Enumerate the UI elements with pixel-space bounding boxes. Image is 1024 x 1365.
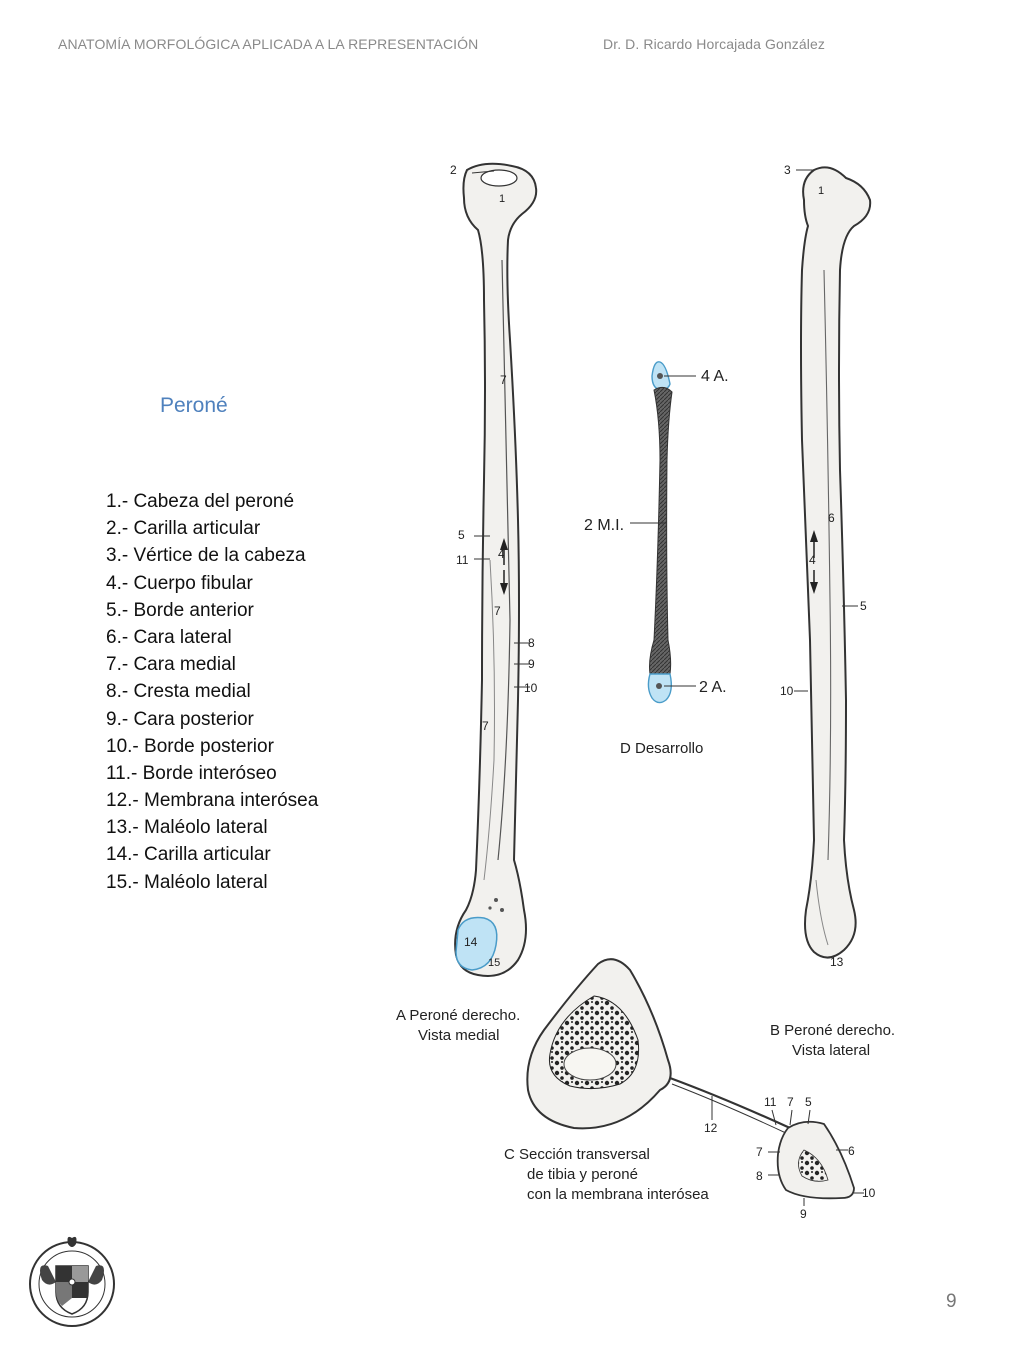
label-7: 7 (500, 373, 507, 387)
articular-facet-head (480, 169, 518, 187)
label-7: 7 (482, 719, 489, 733)
shaft-crest-line (497, 259, 511, 861)
legend-item: 10.- Borde posterior (106, 735, 274, 757)
bone-outline (800, 166, 872, 959)
caption-c-line2: de tibia y peroné (527, 1166, 638, 1183)
header-course-title: ANATOMÍA MORFOLÓGICA APLICADA A LA REPRE… (58, 36, 479, 52)
legend-item: 14.- Carilla articular (106, 844, 271, 866)
legend-item: 9.- Cara posterior (106, 708, 254, 730)
label-10: 10 (780, 684, 794, 698)
cross-section-view: 12 11 7 5 6 7 8 9 10 C Sección transvers… (504, 958, 876, 1221)
caption-a-line1: A Peroné derecho. (396, 1007, 520, 1024)
label-7: 7 (787, 1095, 794, 1109)
fibula-lateral-view: 3 1 6 4 5 10 13 B Peroné derecho. Vista … (770, 163, 895, 1059)
label-15: 15 (488, 957, 500, 969)
label-11: 11 (456, 553, 469, 567)
slide-title: Peroné (160, 394, 228, 417)
page-number: 9 (946, 1291, 957, 1312)
legend-item: 15.- Maléolo lateral (106, 871, 268, 893)
malleolus-shading (815, 879, 829, 946)
caption-a-line2: Vista medial (418, 1027, 499, 1044)
header-author: Dr. D. Ricardo Horcajada González (603, 36, 825, 52)
dev-label-top: 4 A. (701, 368, 729, 385)
label-12: 12 (704, 1121, 718, 1135)
legend-item: 4.- Cuerpo fibular (106, 572, 253, 594)
ossified-shaft (649, 386, 673, 675)
tibia-medullary-cavity (563, 1047, 617, 1081)
label-5: 5 (860, 599, 867, 613)
fibula-illustration: 2 1 7 5 11 4 7 8 9 10 7 14 15 A Peroné d… (396, 162, 895, 1221)
dev-label-middle: 2 M.I. (584, 517, 624, 534)
label-14: 14 (464, 935, 478, 949)
fibula-development-view: 4 A. 2 M.I. 2 A. D Desarrollo (584, 361, 729, 757)
legend-item: 8.- Cresta medial (106, 681, 251, 703)
label-2: 2 (450, 163, 457, 177)
legend-item: 3.- Vértice de la cabeza (106, 545, 306, 567)
label-10: 10 (524, 681, 538, 695)
legend-item: 12.- Membrana interósea (106, 790, 319, 812)
label-5: 5 (458, 528, 465, 542)
label-6: 6 (848, 1144, 855, 1158)
bone-outline (454, 162, 538, 977)
label-4: 4 (809, 553, 816, 567)
legend-list: 1.- Cabeza del peroné 2.- Carilla articu… (106, 488, 318, 896)
legend-item: 11.- Borde interóseo (106, 762, 277, 784)
caption-d: D Desarrollo (620, 740, 703, 757)
legend-item: 2.- Carilla articular (106, 518, 261, 540)
caption-c-line1: C Sección transversal (504, 1146, 650, 1163)
label-10: 10 (862, 1186, 876, 1200)
label-13: 13 (830, 955, 844, 969)
shaft-crest-line (823, 269, 832, 861)
label-3: 3 (784, 163, 791, 177)
legend-item: 1.- Cabeza del peroné (106, 491, 295, 512)
legend-item: 7.- Cara medial (106, 654, 236, 676)
label-9: 9 (800, 1207, 807, 1221)
fibula-medial-view: 2 1 7 5 11 4 7 8 9 10 7 14 15 A Peroné d… (396, 162, 538, 1044)
label-4: 4 (498, 547, 505, 561)
label-7: 7 (494, 604, 501, 618)
label-11: 11 (764, 1095, 777, 1109)
label-1: 1 (818, 185, 824, 197)
caption-b-line2: Vista lateral (792, 1042, 870, 1059)
fibula-spongy-bone (798, 1149, 829, 1182)
label-6: 6 (828, 511, 835, 525)
label-8: 8 (528, 636, 535, 650)
label-9: 9 (528, 657, 535, 671)
legend-item: 5.- Borde anterior (106, 599, 254, 621)
label-7: 7 (756, 1145, 763, 1159)
label-5: 5 (805, 1095, 812, 1109)
shaft-shading (483, 559, 495, 881)
university-seal-logo (29, 1236, 115, 1327)
dev-label-bottom: 2 A. (699, 679, 727, 696)
caption-c-line3: con la membrana interósea (527, 1186, 709, 1203)
legend-item: 13.- Maléolo lateral (106, 817, 268, 839)
label-1: 1 (499, 193, 505, 205)
caption-b-line1: B Peroné derecho. (770, 1022, 895, 1039)
malleolus-articular-facet (455, 916, 498, 971)
legend-item: 6.- Cara lateral (106, 626, 232, 648)
label-8: 8 (756, 1169, 763, 1183)
